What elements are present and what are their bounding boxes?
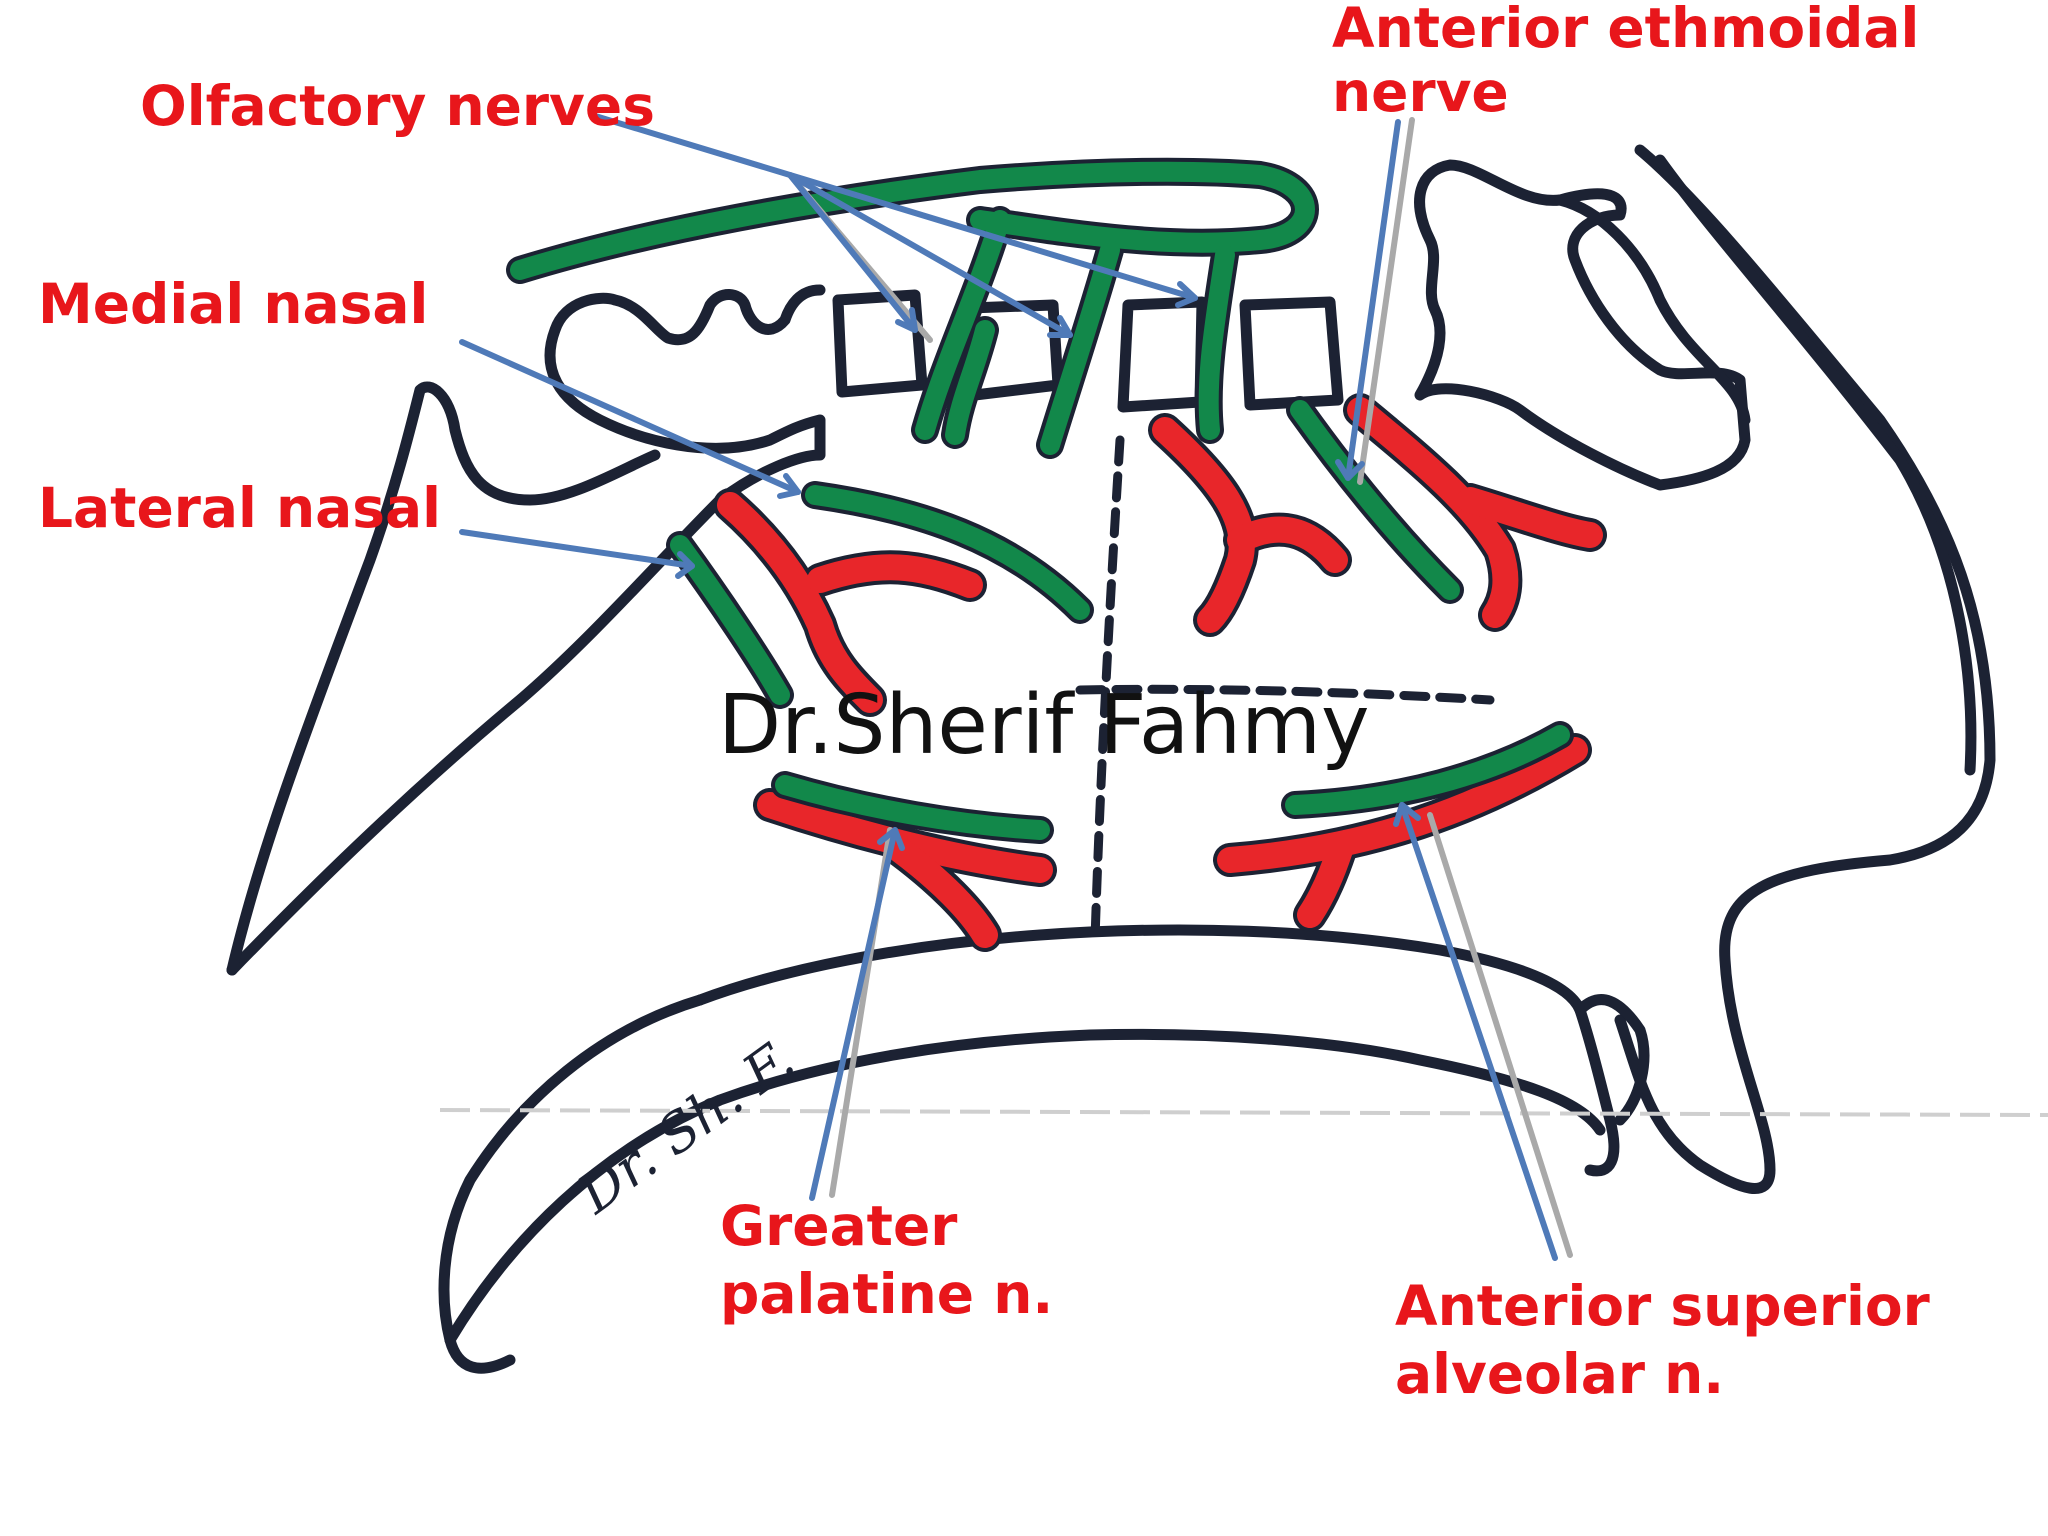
bone-outlines (226, 144, 1996, 1374)
pointer-olfactory (787, 172, 918, 333)
lateral-nasal-nerve (670, 535, 790, 705)
label-olfactory-nerves: Olfactory nerves (140, 74, 655, 138)
artery-branch (1217, 737, 1588, 873)
cribriform-foramen (1117, 296, 1208, 413)
arrowhead (1175, 281, 1198, 308)
artery-branch (887, 837, 998, 948)
olfactory-nerve-branch (1040, 240, 1120, 455)
palate-upper-outline (694, 924, 1620, 1177)
anterior-spine-outline (226, 381, 661, 976)
pointer-asa (1399, 802, 1558, 1261)
artery-branch (1297, 837, 1353, 928)
label-anterior-ethmoidal-line2: nerve (1332, 60, 1509, 124)
anterior-bony-outline (226, 284, 826, 976)
pointer-shadow (1427, 812, 1573, 1258)
label-greater-palatine-line1: Greater (720, 1194, 958, 1258)
dashed-guides (1075, 435, 1495, 945)
pointer-anterior-ethmoidal (1345, 119, 1401, 481)
pointer-lines (459, 112, 1558, 1261)
arrowhead (1335, 459, 1365, 481)
artery-branch (1347, 397, 1519, 628)
artery-branch (1152, 417, 1255, 633)
horizontal-dashed-line (1075, 684, 1495, 705)
arteries (713, 393, 1607, 952)
anterior-superior-alveolar-nerve (1285, 725, 1570, 815)
palate-lower-outline (444, 1028, 1606, 1346)
palate-end-outline (438, 994, 706, 1374)
medial-nasal-nerve (805, 485, 1090, 620)
arrowhead (1047, 315, 1073, 338)
paper-crease-line (439, 1108, 2048, 1117)
arrowhead (877, 827, 905, 851)
pointer-olfactory (787, 172, 1073, 338)
olfactory-nerve-branch (1198, 245, 1235, 440)
arrowhead (675, 551, 695, 579)
arrowhead (777, 473, 801, 499)
label-lateral-nasal: Lateral nasal (38, 476, 441, 540)
pointer-olfactory (787, 172, 1198, 301)
posterior-bony-outline (1414, 159, 1751, 491)
artery-branch (807, 554, 983, 598)
artery-branch (717, 492, 883, 713)
pointer-olfactory (589, 112, 793, 178)
right-outer-outline (1614, 144, 1996, 1194)
anterior-ethmoidal-nerve (1290, 400, 1460, 600)
label-asa-line2: alveolar n. (1395, 1342, 1725, 1406)
author-watermark: Dr.Sherif Fahmy (718, 678, 1370, 773)
pointer-lateral-nasal (459, 529, 695, 569)
nerves (506, 157, 1574, 844)
artery-branch (1227, 516, 1348, 573)
olfactory-bulb-nerve (510, 161, 1315, 280)
right-outer-outline-2 (1654, 154, 1977, 776)
olfactory-nerve-branch (945, 320, 995, 445)
pointer-greater-palatine (809, 827, 898, 1201)
label-anterior-ethmoidal-line1: Anterior ethmoidal (1332, 0, 1920, 60)
posterior-bony-outline-inner (1554, 194, 1751, 426)
pointer-medial-nasal (459, 339, 801, 495)
artery-branch (1457, 487, 1603, 548)
label-asa-line1: Anterior superior (1395, 1274, 1930, 1338)
palate-bulb-outline (1574, 994, 1650, 1126)
greater-palatine-nerve (775, 775, 1050, 840)
arrowhead (895, 307, 918, 333)
label-medial-nasal: Medial nasal (38, 272, 429, 336)
cribriform-foramen (1239, 296, 1344, 411)
pointer-shadow (1357, 117, 1415, 485)
olfactory-nerve-branch (915, 210, 1010, 440)
label-greater-palatine-line2: palatine n. (720, 1262, 1054, 1326)
arrowhead (1393, 802, 1421, 827)
